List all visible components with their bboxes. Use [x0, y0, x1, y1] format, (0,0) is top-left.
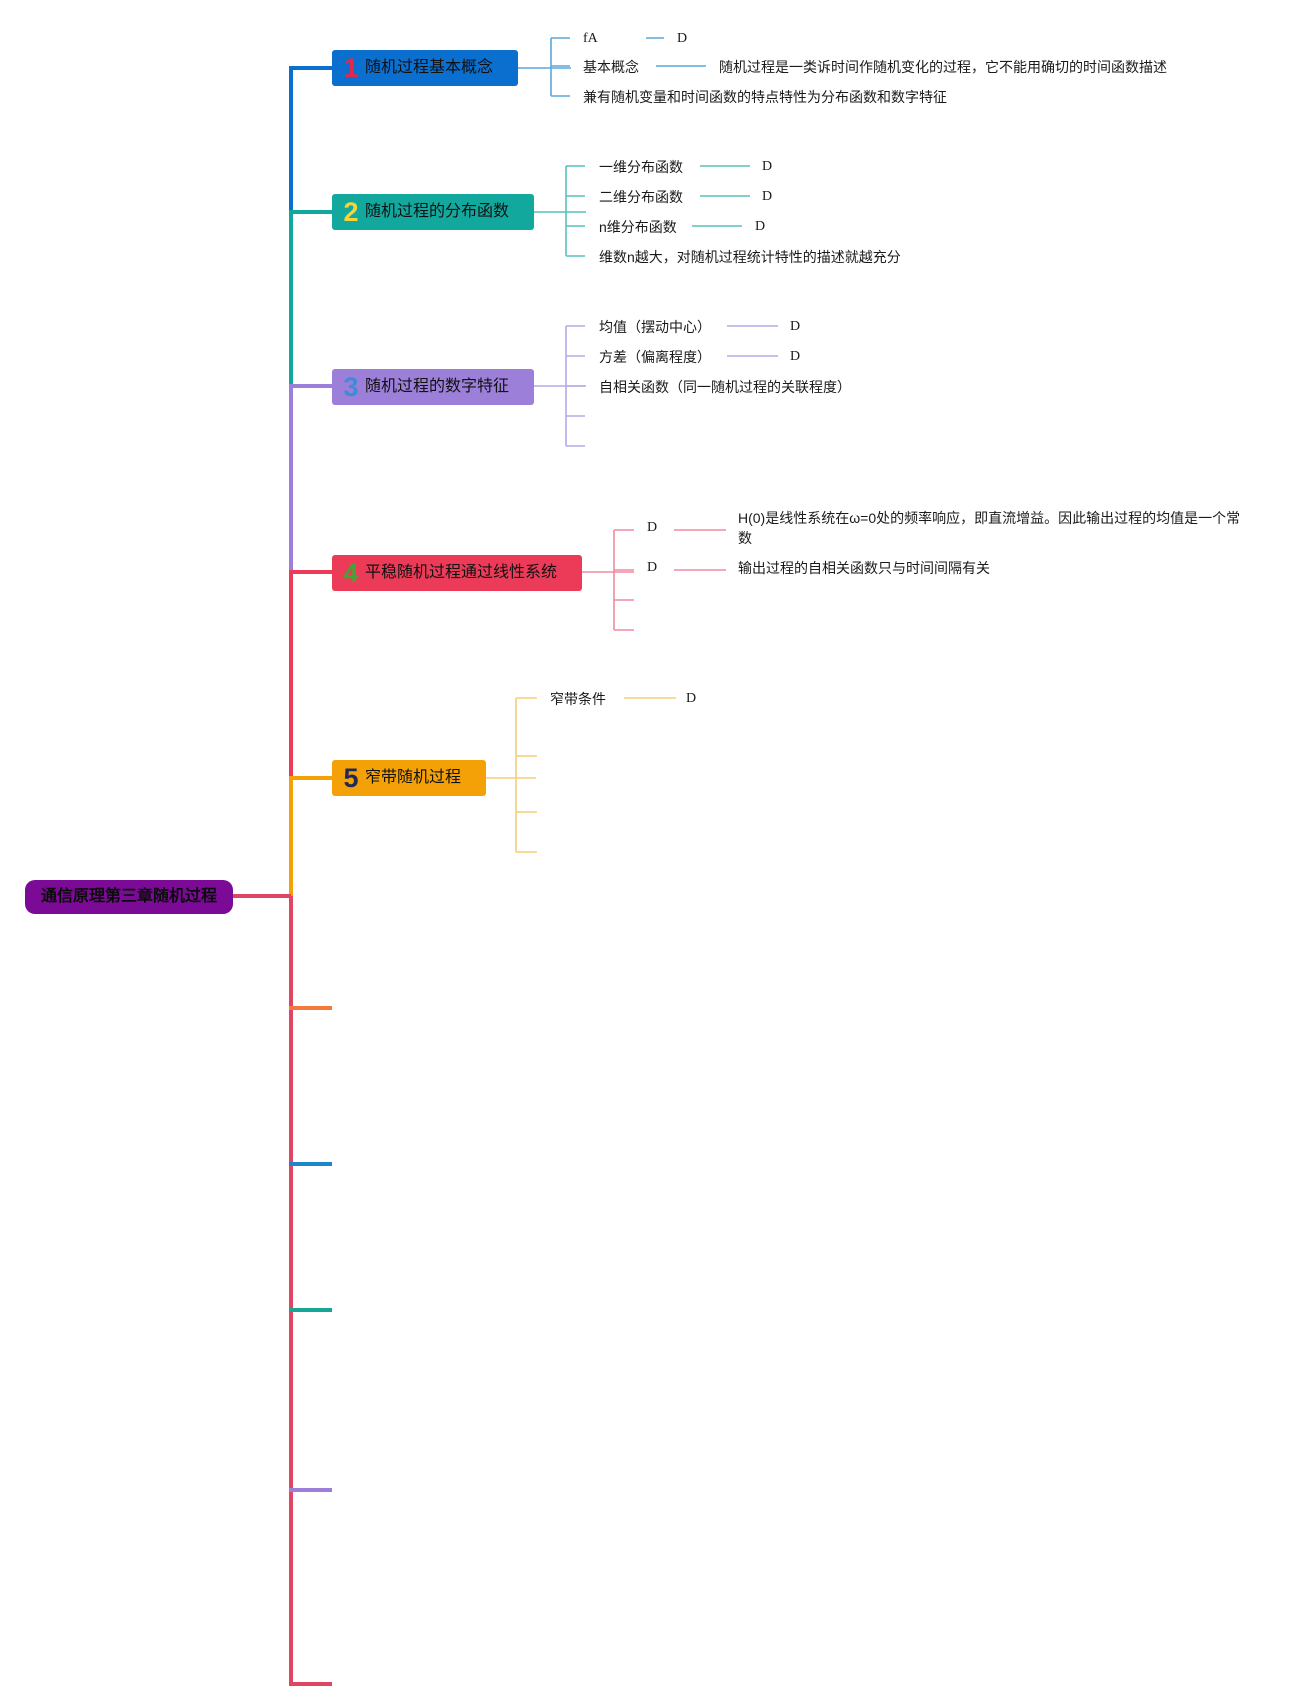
topic-3-child-3-label[interactable]: 自相关函数（同一随机过程的关联程度） [599, 379, 851, 395]
topic-1-child-3-label[interactable]: 兼有随机变量和时间函数的特点特性为分布函数和数字特征 [583, 89, 947, 105]
topic-4-node[interactable]: 4 平稳随机过程通过线性系统 [332, 555, 582, 591]
topic-2-child-1-value[interactable]: D [762, 159, 773, 174]
topic-1-child-2-value[interactable]: 随机过程是一类诉时间作随机变化的过程，它不能用确切的时间函数描述 [719, 59, 1167, 75]
topic-5-node[interactable]: 5 窄带随机过程 [332, 760, 486, 796]
topic-3-child-2-label[interactable]: 方差（偏离程度） [599, 349, 711, 365]
topic-2-node[interactable]: 2 随机过程的分布函数 [332, 194, 534, 230]
topic-4-number: 4 [343, 558, 359, 588]
topic-3-child-1-label[interactable]: 均值（摆动中心） [599, 319, 711, 335]
topic-5-child-1-label[interactable]: 窄带条件 [550, 691, 606, 707]
topic-5-label: 窄带随机过程 [365, 769, 462, 786]
topic-2-child-3-label[interactable]: n维分布函数 [599, 219, 677, 235]
topic-1-number: 1 [343, 53, 359, 83]
topic-2-child-1-label[interactable]: 一维分布函数 [599, 159, 683, 175]
topic-1-label: 随机过程基本概念 [365, 59, 494, 76]
topic-4-label: 平稳随机过程通过线性系统 [365, 564, 558, 581]
topic-5-child-1-value[interactable]: D [686, 691, 697, 706]
topic-3-child-1-value[interactable]: D [790, 319, 801, 334]
topic-1-child-1-label[interactable]: fA [583, 31, 598, 46]
topic-2-label: 随机过程的分布函数 [365, 203, 510, 220]
topic-2-child-4-label[interactable]: 维数n越大，对随机过程统计特性的描述就越充分 [599, 249, 901, 265]
topic-4-child-1-value[interactable]: H(0)是线性系统在ω=0处的频率响应，即直流增益。因此输出过程的均值是一个常数 [738, 510, 1241, 546]
topic-2-number: 2 [343, 197, 359, 227]
topic-2-child-3-value[interactable]: D [755, 219, 766, 234]
topic-3-label: 随机过程的数字特征 [365, 378, 510, 395]
topic-2-child-2-value[interactable]: D [762, 189, 773, 204]
topic-5-number: 5 [343, 763, 359, 793]
topic-3-number: 3 [343, 372, 359, 402]
topic-3-child-2-value[interactable]: D [790, 349, 801, 364]
topic-4-child-1-label[interactable]: D [647, 520, 658, 535]
root-label: 通信原理第三章随机过程 [40, 888, 217, 905]
root-node[interactable]: 通信原理第三章随机过程 [25, 880, 233, 914]
topic-1-child-1-value[interactable]: D [677, 31, 688, 46]
topic-4-child-2-label[interactable]: D [647, 560, 658, 575]
topic-1-child-2-label[interactable]: 基本概念 [583, 59, 639, 75]
topic-4-child-2-value[interactable]: 输出过程的自相关函数只与时间间隔有关 [738, 560, 990, 576]
topic-2-child-2-label[interactable]: 二维分布函数 [599, 189, 683, 205]
topic-1-node[interactable]: 1 随机过程基本概念 [332, 50, 518, 86]
topic-3-node[interactable]: 3 随机过程的数字特征 [332, 369, 534, 405]
